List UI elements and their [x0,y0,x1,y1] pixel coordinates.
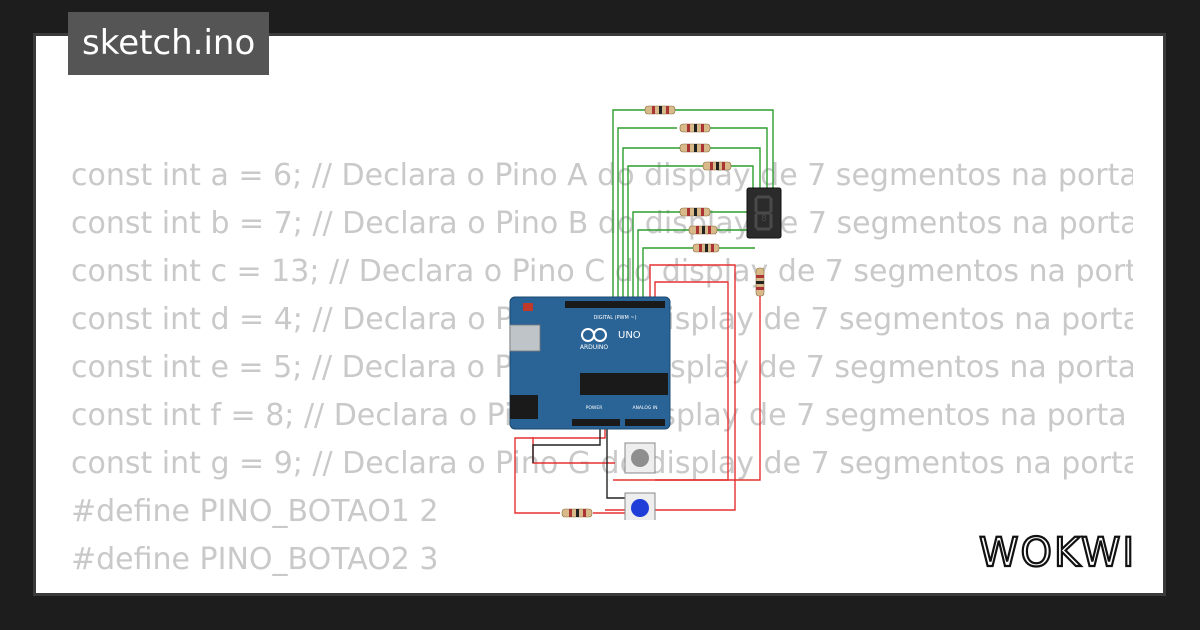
wire-seg-b [617,127,768,303]
usb-port [509,324,541,352]
wire-black-1 [532,425,601,463]
power-label: POWER [586,405,603,411]
analog-label: ANALOG IN [632,405,657,411]
wire-red-3 [514,425,625,514]
wire-seg-c [622,147,761,303]
seven-segment-display: 8 [746,187,782,239]
resistor [702,161,732,171]
analog-header [625,419,665,426]
power-jack [510,395,538,419]
resistor [679,123,711,133]
wokwi-logo-text: WOKWI [979,530,1136,576]
wire-seg-d [627,165,754,303]
resistor [755,267,765,297]
reset-button [523,303,533,311]
board-brand: ARDUINO [580,344,609,351]
resistor [679,207,711,217]
file-name-tab[interactable]: sketch.ino [68,12,270,75]
preview-card: const int a = 6; // Declara o Pino A do … [33,33,1166,596]
code-line: #define PINO_BOTAO1 2 [71,494,439,529]
wire-black-2 [606,425,625,499]
red-wires [514,264,761,514]
board-model: UNO [618,330,641,341]
wire-seg-f [637,229,773,303]
wire-red-1 [605,264,736,511]
resistor [561,508,593,518]
push-button-gray [624,442,656,474]
digital-header [565,301,665,308]
code-line: const int b = 7; // Declara o Pino B do … [71,206,1133,241]
digital-label: DIGITAL (PWM ~) [593,315,636,321]
power-header [572,419,620,426]
resistor [692,243,720,253]
circuit-diagram: 8 DIGITAL (PWM ~) ARDUINO UNO POWER ANAL… [509,105,782,520]
wokwi-logo: WOKWI [978,529,1136,576]
resistor [688,225,718,235]
microcontroller-chip [580,373,668,395]
wire-red-5 [532,437,615,464]
resistors [561,105,765,518]
resistor [644,105,676,115]
code-line: const int a = 6; // Declara o Pino A do … [71,158,1133,193]
wire-seg-g [642,247,755,303]
black-wires [532,425,625,499]
code-line: const int c = 13; // Declara o Pino C do… [71,254,1133,289]
code-line: #define PINO_BOTAO2 3 [71,542,439,577]
code-line: int ultimoEstadoBotao1 = HIGH; [71,584,1133,593]
push-button-blue [624,492,656,520]
resistor [679,143,711,153]
wire-red-4 [655,295,761,481]
arduino-uno-board: DIGITAL (PWM ~) ARDUINO UNO POWER ANALOG… [509,296,671,430]
display-digit: 8 [761,214,767,224]
